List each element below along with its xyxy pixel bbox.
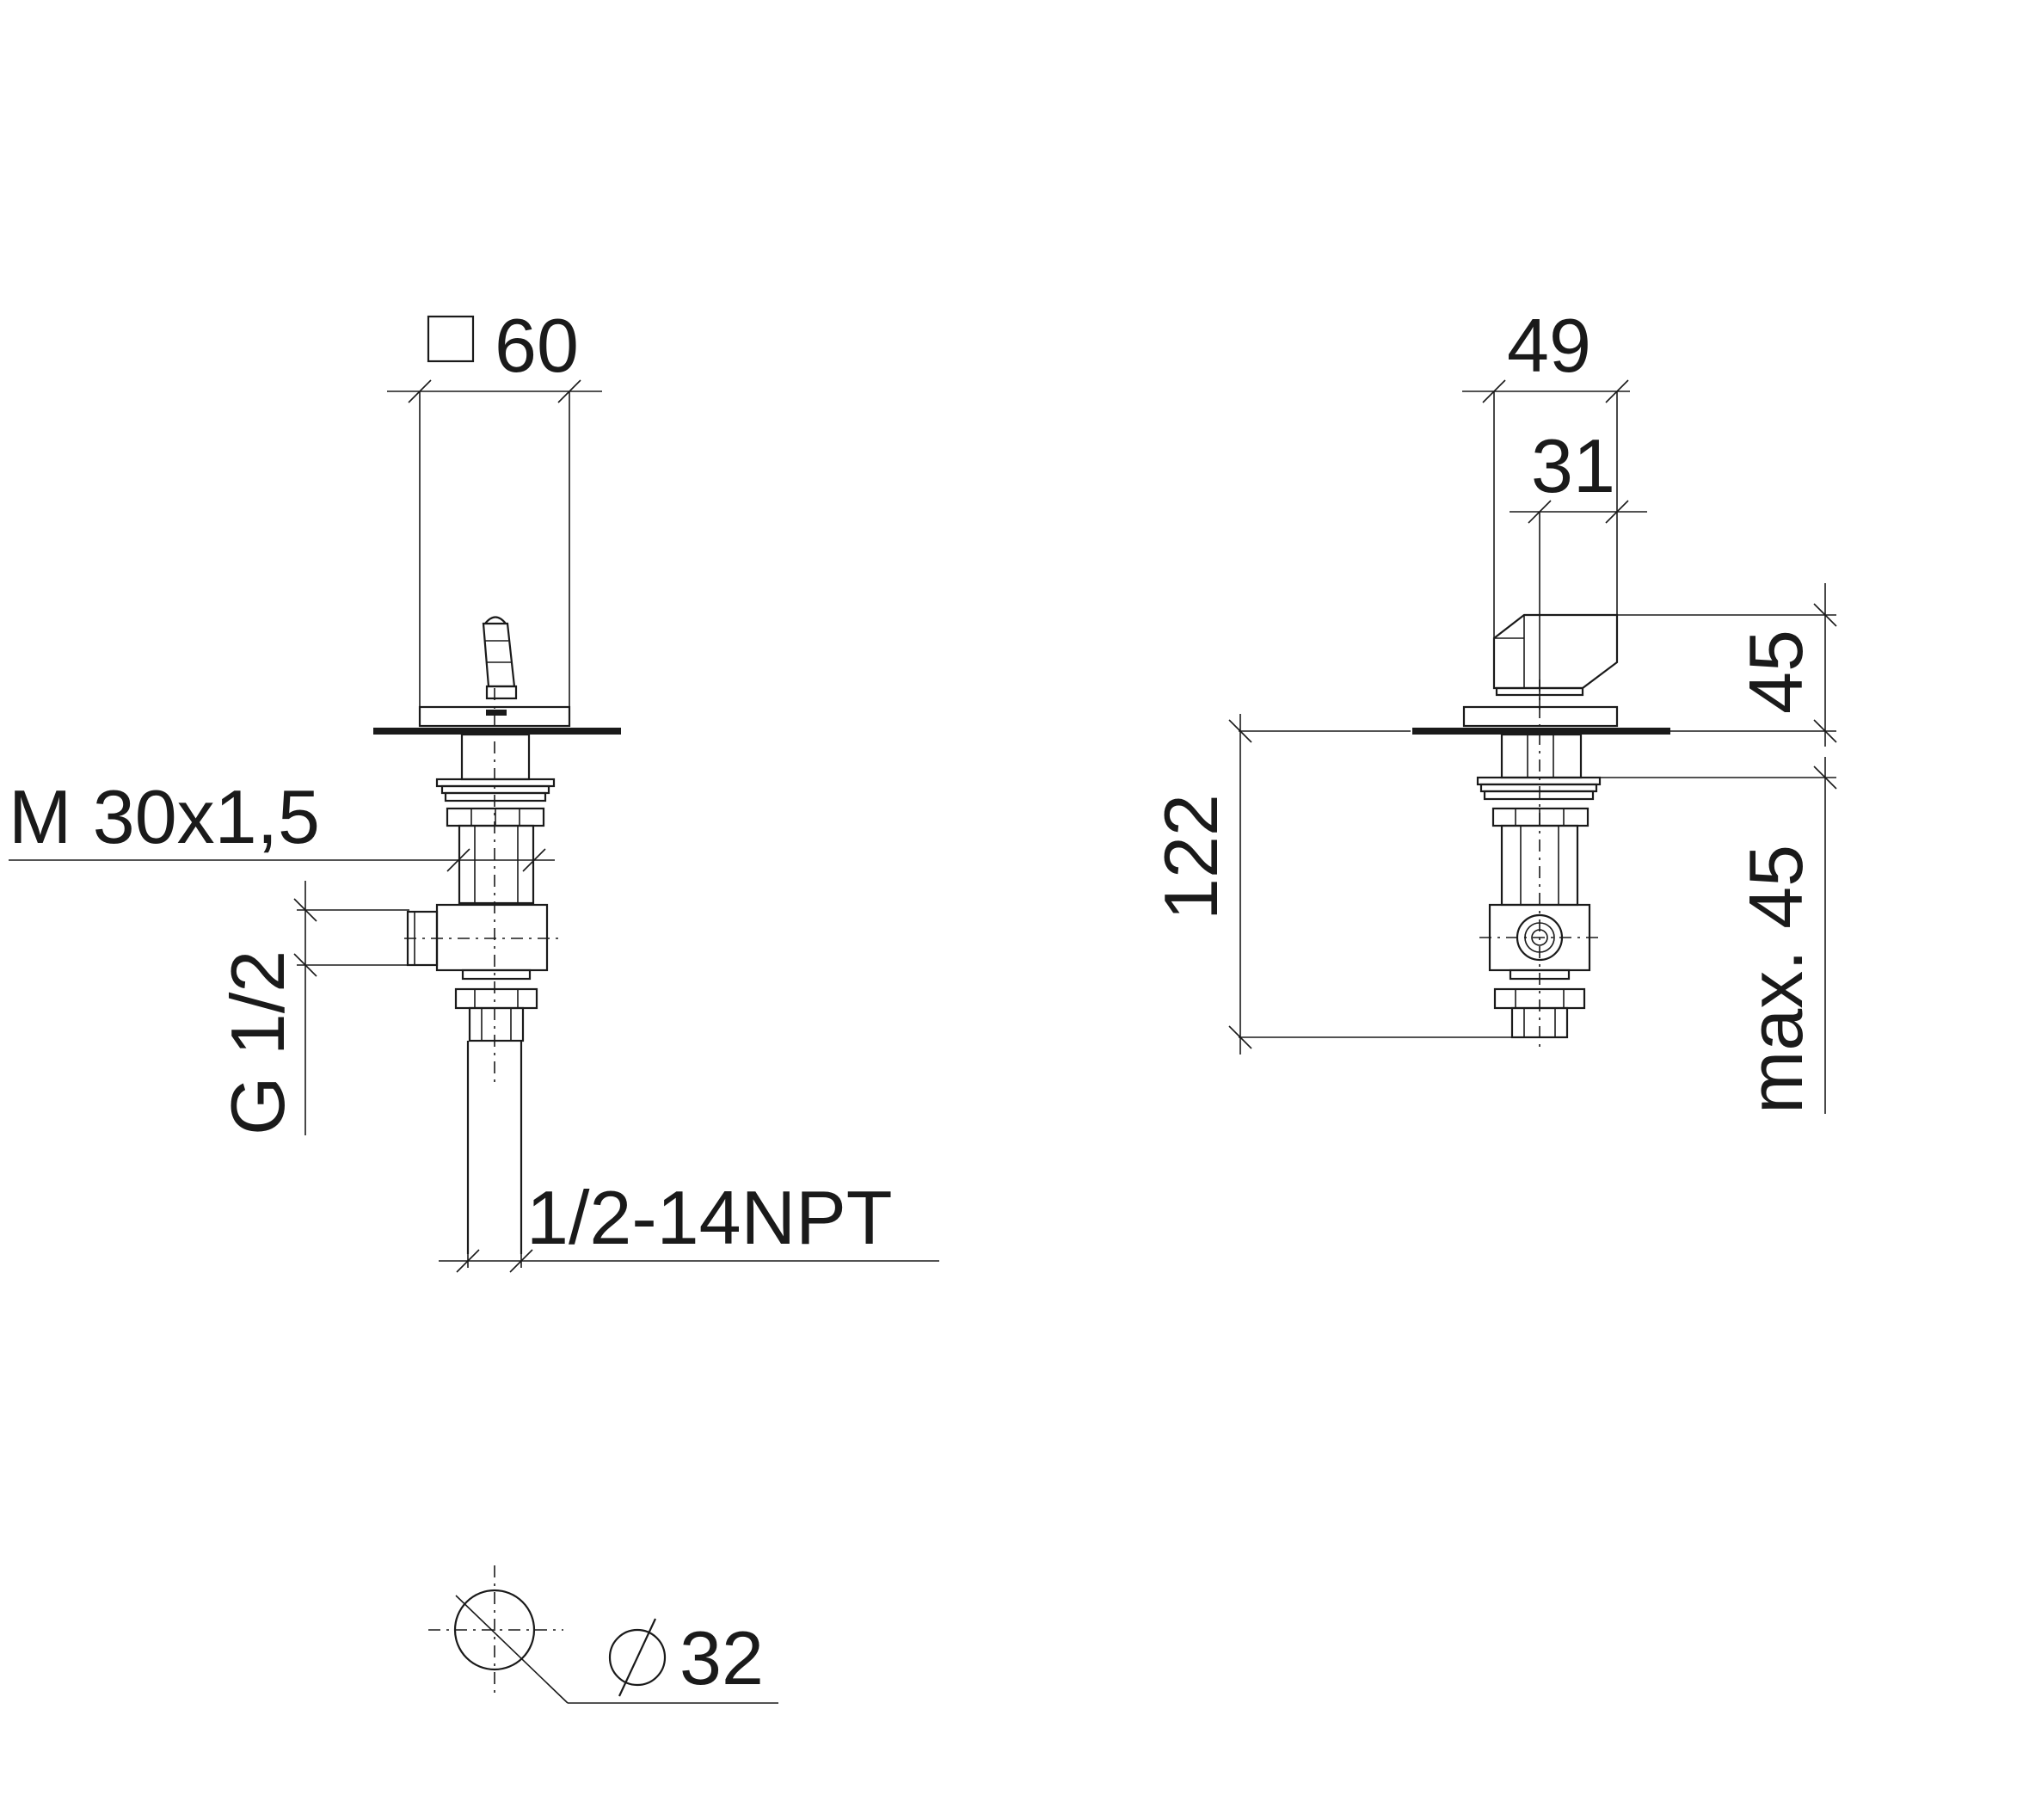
dimension-npt: 1/2-14NPT [439, 1175, 939, 1273]
width-31-label: 31 [1531, 423, 1615, 508]
hole-diameter-label: 32 [679, 1615, 764, 1700]
valve-body-side [1476, 679, 1602, 1049]
square-symbol-icon [427, 315, 475, 363]
dimension-width-60: 60 [387, 303, 602, 714]
height-max45-label: max. 45 [1733, 845, 1818, 1114]
width-49-label: 49 [1507, 303, 1591, 388]
height-45-label: 45 [1733, 630, 1818, 714]
handle-block [1492, 613, 1619, 697]
escutcheon-side [1462, 705, 1619, 728]
dimension-thread-g12: G 1/2 [215, 881, 409, 1135]
right-view: 49 31 [1148, 303, 1837, 1114]
npt-label: 1/2-14NPT [526, 1175, 893, 1260]
dimension-height-max45: max. 45 [1591, 757, 1837, 1114]
dimension-height-45: 45 [1617, 583, 1837, 747]
dimension-width-31: 31 [1510, 423, 1647, 710]
handle-lever [482, 616, 518, 716]
dimension-width-49: 49 [1462, 303, 1630, 654]
thread-m30-label: M 30x1,5 [9, 774, 320, 859]
width-60-label: 60 [495, 303, 579, 388]
diameter-symbol-icon [608, 1618, 667, 1697]
thread-g12-label: G 1/2 [215, 950, 300, 1135]
valve-body [404, 688, 559, 1254]
bottom-view: 32 [428, 1565, 778, 1704]
height-122-label: 122 [1148, 794, 1233, 920]
dimension-thread-m30: M 30x1,5 [9, 774, 555, 872]
dimension-height-122: 122 [1148, 714, 1512, 1054]
left-view: 60 [9, 303, 939, 1273]
